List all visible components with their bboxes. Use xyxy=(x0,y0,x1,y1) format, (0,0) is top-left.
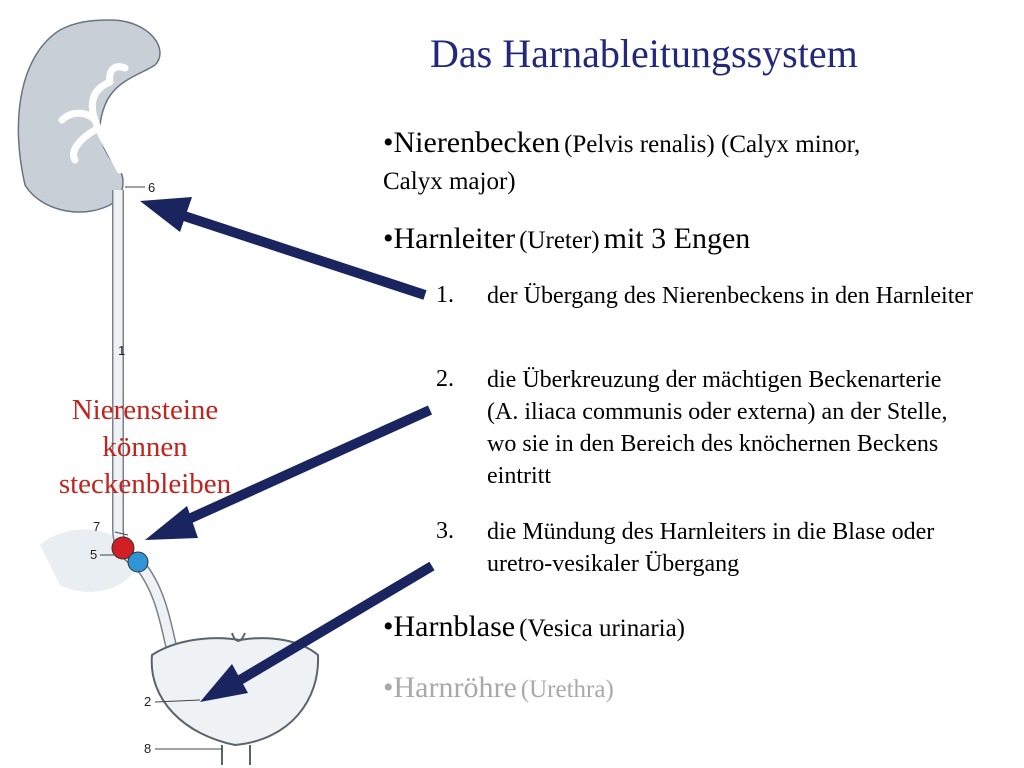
bullet-harnleiter-main: •Harnleiter xyxy=(383,222,516,255)
arrow-to-pelvis-junction xyxy=(140,197,427,300)
bullet-nierenbecken-main: •Nierenbecken xyxy=(383,126,561,159)
label-2: 2 xyxy=(144,694,152,709)
bullet-harnblase-detail: (Vesica urinaria) xyxy=(519,615,686,642)
bullet-nierenbecken-detail: (Pelvis renalis) (Calyx minor, xyxy=(564,131,861,158)
bullet-harnblase-main: •Harnblase xyxy=(383,610,516,643)
bullet-harnroehre: •Harnröhre (Urethra) xyxy=(383,671,614,705)
bullet-harnleiter-tail: mit 3 Engen xyxy=(603,222,751,255)
bullet-harnleiter-detail: (Ureter) xyxy=(519,227,600,254)
stone-blue xyxy=(127,551,149,573)
label-6: 6 xyxy=(148,180,156,195)
arrow-to-bladder-entry xyxy=(200,561,435,702)
note-line-2: können xyxy=(102,431,188,463)
page-title: Das Harnableitungssystem xyxy=(430,31,858,76)
note-line-1: Nierensteine xyxy=(71,394,219,426)
kidney-stone-note: Nierensteine können steckenbleiben xyxy=(30,392,260,503)
list-item-2: die Überkreuzung der mächtigen Beckenart… xyxy=(487,367,948,489)
bullet-harnroehre-main: •Harnröhre xyxy=(383,671,517,704)
list-number-2: 2. xyxy=(436,366,454,392)
arrow-to-artery-crossing xyxy=(145,405,433,540)
list-number-1: 1. xyxy=(436,282,454,308)
note-line-3: steckenbleiben xyxy=(58,468,232,500)
label-5: 5 xyxy=(90,547,98,562)
bullet-harnroehre-detail: (Urethra) xyxy=(520,676,614,703)
list-number-3: 3. xyxy=(436,518,454,544)
bullet-harnleiter: •Harnleiter (Ureter) mit 3 Engen xyxy=(383,222,750,256)
label-7: 7 xyxy=(93,519,101,534)
bullet-harnblase: •Harnblase (Vesica urinaria) xyxy=(383,610,685,644)
bullet-nierenbecken-cont: Calyx major) xyxy=(383,168,516,195)
list-item-1: der Übergang des Nierenbeckens in den Ha… xyxy=(487,283,974,309)
label-1: 1 xyxy=(118,343,126,358)
list-item-3: die Mündung des Harnleiters in die Blase… xyxy=(487,519,935,577)
label-8: 8 xyxy=(144,741,152,756)
calyces xyxy=(58,63,129,174)
stone-red xyxy=(111,536,135,560)
bullet-nierenbecken: •Nierenbecken (Pelvis renalis) (Calyx mi… xyxy=(383,126,860,160)
